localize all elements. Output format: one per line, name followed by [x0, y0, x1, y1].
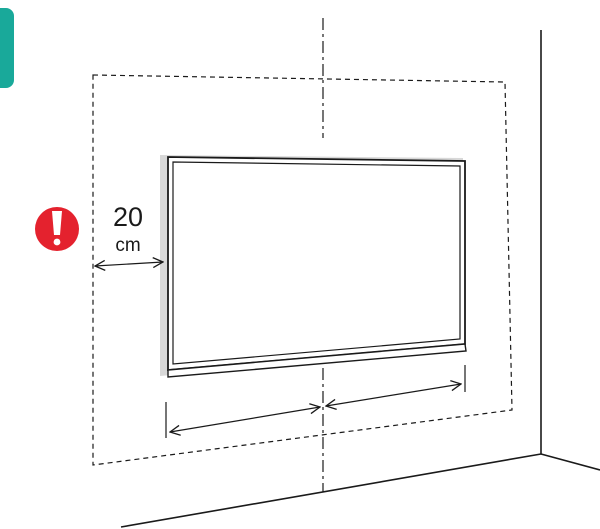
television [160, 155, 467, 378]
dim-arrow-left-half [170, 407, 320, 432]
room-lines [120, 30, 600, 528]
tv-bottom-bezel [167, 343, 467, 378]
warning-exclamation-icon [35, 207, 79, 251]
dim-arrow-right-half [326, 384, 461, 406]
clearance-unit: cm [115, 235, 140, 256]
tv-screen [172, 161, 461, 365]
side-tab-marker [0, 8, 14, 88]
floor-line-left [120, 453, 542, 528]
side-clearance-arrow [95, 262, 163, 266]
floor-line-right [540, 453, 600, 471]
width-dimension [165, 365, 466, 438]
clearance-value: 20 [113, 202, 143, 232]
tv-frame [167, 156, 466, 371]
clearance-zone-outline [92, 74, 513, 466]
